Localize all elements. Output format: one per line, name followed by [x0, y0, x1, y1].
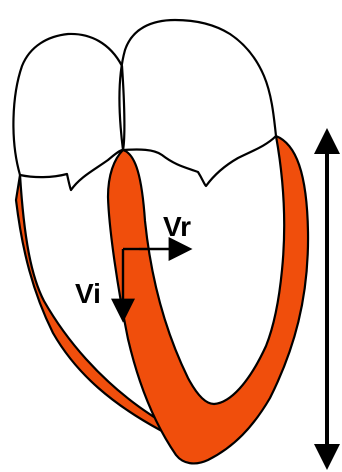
vr-label: Vr — [163, 211, 191, 242]
vi-label: Vi — [75, 278, 101, 309]
left-atrium-outline — [13, 34, 124, 175]
long-axis-arrowhead-bottom — [314, 444, 340, 470]
right-atrium-outline — [119, 20, 276, 150]
long-axis-arrowhead-top — [314, 128, 340, 154]
valve-line-right — [123, 136, 276, 186]
valve-line-left — [20, 150, 123, 190]
